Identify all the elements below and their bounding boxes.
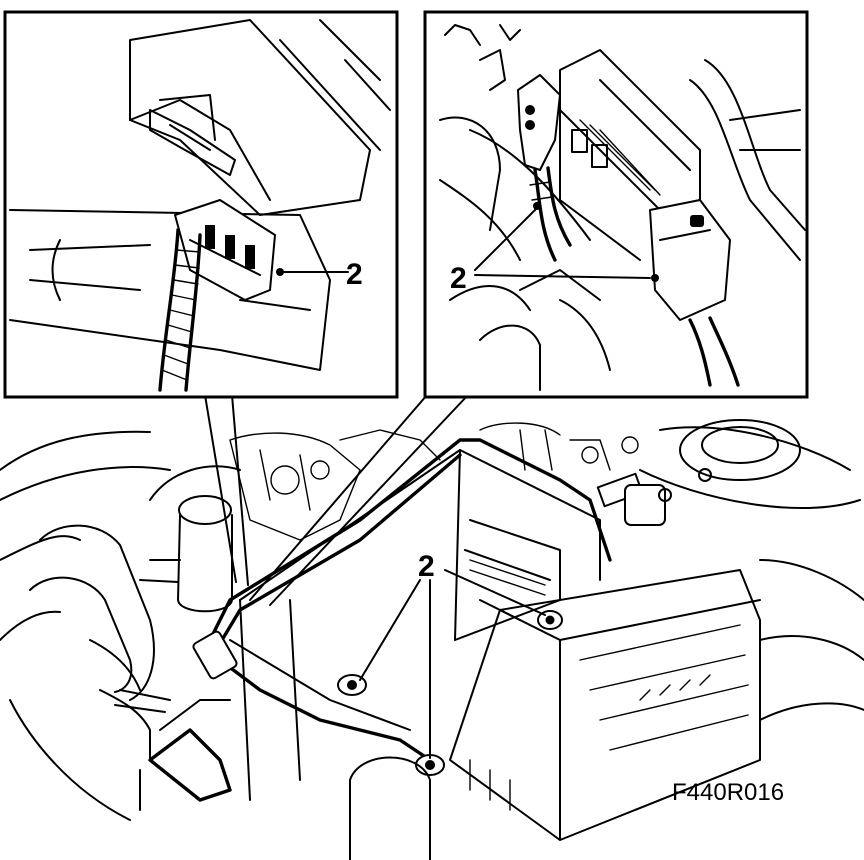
callout-label-left: 2 <box>346 258 363 291</box>
figure-id: F440R016 <box>672 779 784 806</box>
inset-leader-lines <box>204 394 469 606</box>
detail-inset-right: 2 <box>423 10 809 399</box>
callout-label-right: 2 <box>450 262 467 295</box>
main-engine-bay-view <box>0 419 864 860</box>
detail-inset-left: 2 <box>3 10 399 399</box>
callout-label-main: 2 <box>418 550 435 583</box>
